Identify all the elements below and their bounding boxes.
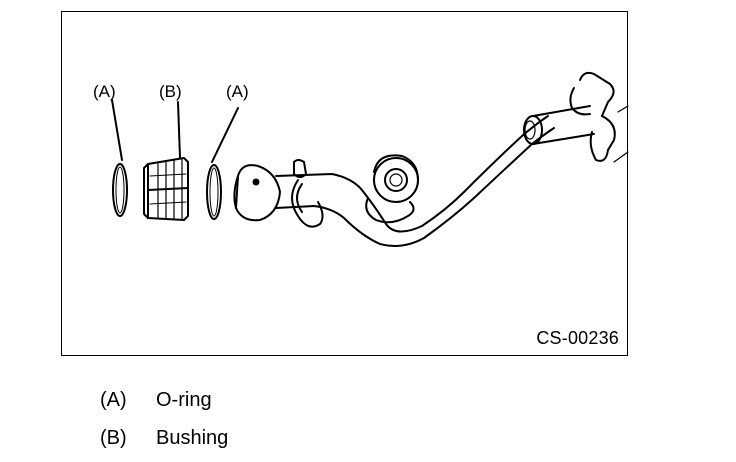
callout-a-left: (A) — [93, 82, 116, 101]
legend-text: Bushing — [156, 427, 229, 449]
retaining-clip — [291, 159, 324, 228]
legend-item-o-ring: (A) O-ring — [100, 390, 212, 410]
ball-joint — [233, 164, 281, 222]
leader-line-b — [177, 101, 181, 159]
legend-key: (A) — [100, 389, 127, 411]
exploded-view-drawing — [111, 71, 629, 247]
leader-line-a-left — [111, 99, 123, 161]
legend-key: (B) — [100, 427, 127, 449]
leader-line-a-right — [211, 107, 239, 163]
bushing — [143, 157, 189, 221]
callout-b: (B) — [159, 82, 182, 101]
bracket — [569, 71, 629, 163]
o-ring-right — [206, 164, 222, 220]
figure-frame: (A) (B) (A) CS-00236 — [61, 11, 629, 356]
legend-item-bushing: (B) Bushing — [100, 428, 228, 448]
shift-lever-arm — [275, 115, 555, 247]
o-ring-left — [112, 163, 128, 217]
lever-boss — [373, 157, 419, 203]
figure-code: CS-00236 — [536, 328, 619, 348]
callout-a-right: (A) — [226, 82, 249, 101]
legend-text: O-ring — [156, 389, 212, 411]
pipe — [523, 105, 595, 145]
